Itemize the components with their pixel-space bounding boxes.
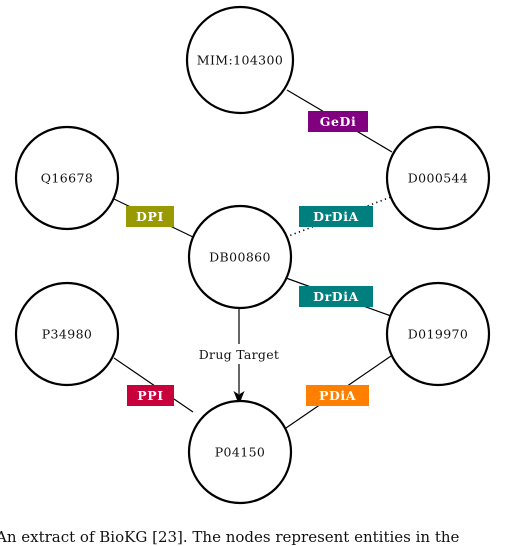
badge-gedi-bg [308,111,368,132]
node-p34980: P34980 [14,281,120,387]
edge-badge-ppi: PPI [127,385,174,406]
node-mim-104300-label: MIM:104300 [197,53,283,68]
badge-gedi-label: GeDi [320,114,357,129]
node-p04150-label: P04150 [215,445,266,460]
node-q16678-circle [14,125,120,231]
badge-dpi-bg [126,206,174,227]
figure-caption: An extract of BioKG [23]. The nodes repr… [0,528,460,546]
node-d019970-circle [385,281,491,387]
badge-dpi-label: DPI [136,209,164,224]
node-p04150-circle [187,399,293,505]
drug-target-arrowhead [233,391,245,405]
badge-ppi-label: PPI [137,388,163,403]
node-d000544: D000544 [385,125,491,231]
node-db00860-circle [187,204,293,310]
node-p04150: P04150 [187,399,293,505]
edge-badge-drdia-top: DrDiA [299,206,373,227]
drug-target-label-group: Drug Target [186,344,292,364]
badge-pdia-bg [306,385,369,406]
node-d000544-circle [385,125,491,231]
node-q16678: Q16678 [14,125,120,231]
badge-pdia-label: PDiA [319,388,356,403]
node-mim-104300: MIM:104300 [185,5,295,115]
badge-drdia-bottom-bg [299,286,373,307]
node-p34980-label: P34980 [42,327,93,342]
node-d019970-label: D019970 [408,327,469,342]
badge-drdia-top-label: DrDiA [313,209,359,224]
badge-drdia-bottom-label: DrDiA [313,289,359,304]
node-db00860: DB00860 [187,204,293,310]
node-d000544-label: D000544 [408,171,469,186]
drug-target-label: Drug Target [199,347,280,362]
edge-badge-pdia: PDiA [306,385,369,406]
node-db00860-label: DB00860 [209,250,271,265]
node-d019970: D019970 [385,281,491,387]
node-q16678-label: Q16678 [41,171,93,186]
edge-badge-gedi: GeDi [308,111,368,132]
node-mim-104300-circle [185,5,295,115]
edge-badge-drdia-bottom: DrDiA [299,286,373,307]
drug-target-label-bg [186,344,292,364]
badge-drdia-top-bg [299,206,373,227]
node-p34980-circle [14,281,120,387]
badge-ppi-bg [127,385,174,406]
edge-badge-dpi: DPI [126,206,174,227]
